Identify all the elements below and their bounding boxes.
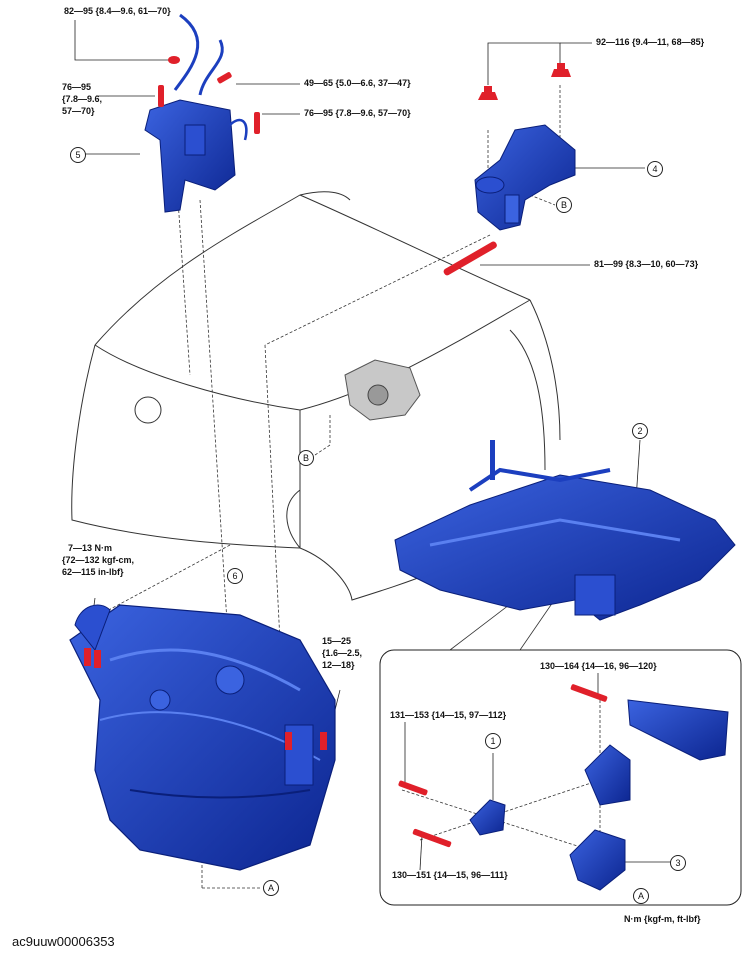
torque-label-detail-bottom: 130—151 {14—15, 96—111} xyxy=(392,870,508,880)
bolts-group-detail xyxy=(398,684,608,848)
torque-label-left-bolt-3: 57—70} xyxy=(62,106,95,116)
bolts-group-top-left xyxy=(158,56,260,134)
torque-label-engine-right-1: 15—25 xyxy=(322,636,352,646)
torque-label-engine-2: {72—132 kgf-cm, xyxy=(62,555,135,565)
ref-a-engine: A xyxy=(263,880,279,896)
torque-label-engine-right-3: 12—18} xyxy=(322,660,355,670)
torque-label-engine-right-2: {1.6—2.5, xyxy=(322,648,363,658)
torque-label-top-bolt: 82—95 {8.4—9.6, 61—70} xyxy=(64,6,171,16)
units-note: N·m {kgf-m, ft-lbf} xyxy=(624,914,701,924)
ref-a-detail: A xyxy=(633,888,649,904)
torque-label-middle-bolt: 49—65 {5.0—6.6, 37—47} xyxy=(304,78,411,88)
bolts-group-top-right xyxy=(443,63,571,276)
engine-bracket-gray xyxy=(344,359,421,421)
torque-label-right-bolt: 76—95 {7.8—9.6, 57—70} xyxy=(304,108,411,118)
torque-label-left-bolt-2: {7.8—9.6, xyxy=(62,94,103,104)
subframe-2 xyxy=(394,440,736,621)
torque-label-mount-nuts: 92—116 {9.4—11, 68—85} xyxy=(596,37,705,47)
torque-label-engine-3: 62—115 in-lbf} xyxy=(62,567,124,577)
callout-4: 4 xyxy=(647,161,663,177)
torque-label-detail-top: 130—164 {14—16, 96—120} xyxy=(540,661,657,671)
torque-label-engine-1: 7—13 N·m xyxy=(68,543,113,553)
callout-3: 3 xyxy=(670,855,686,871)
mount-bracket-detail xyxy=(469,699,729,836)
callout-2: 2 xyxy=(632,423,648,439)
figure-id: ac9uuw00006353 xyxy=(12,934,115,949)
callout-5: 5 xyxy=(70,147,86,163)
detail-inset-frame xyxy=(379,649,742,906)
ref-b-mount: B xyxy=(556,197,572,213)
engine-mount-bracket-5 xyxy=(144,13,248,213)
engine-mount-3 xyxy=(569,829,626,891)
engine-mount-4 xyxy=(474,124,576,231)
ref-b-bracket: B xyxy=(298,450,314,466)
engine-6 xyxy=(69,604,336,871)
torque-label-detail-left: 131—153 {14—15, 97—112} xyxy=(390,710,507,720)
bolts-group-engine xyxy=(84,648,327,750)
label-leader-lines xyxy=(74,20,677,871)
torque-label-left-bolt-1: 76—95 xyxy=(62,82,92,92)
callout-1: 1 xyxy=(485,733,501,749)
callout-6: 6 xyxy=(227,568,243,584)
torque-label-long-bolt: 81—99 {8.3—10, 60—73} xyxy=(594,259,699,269)
